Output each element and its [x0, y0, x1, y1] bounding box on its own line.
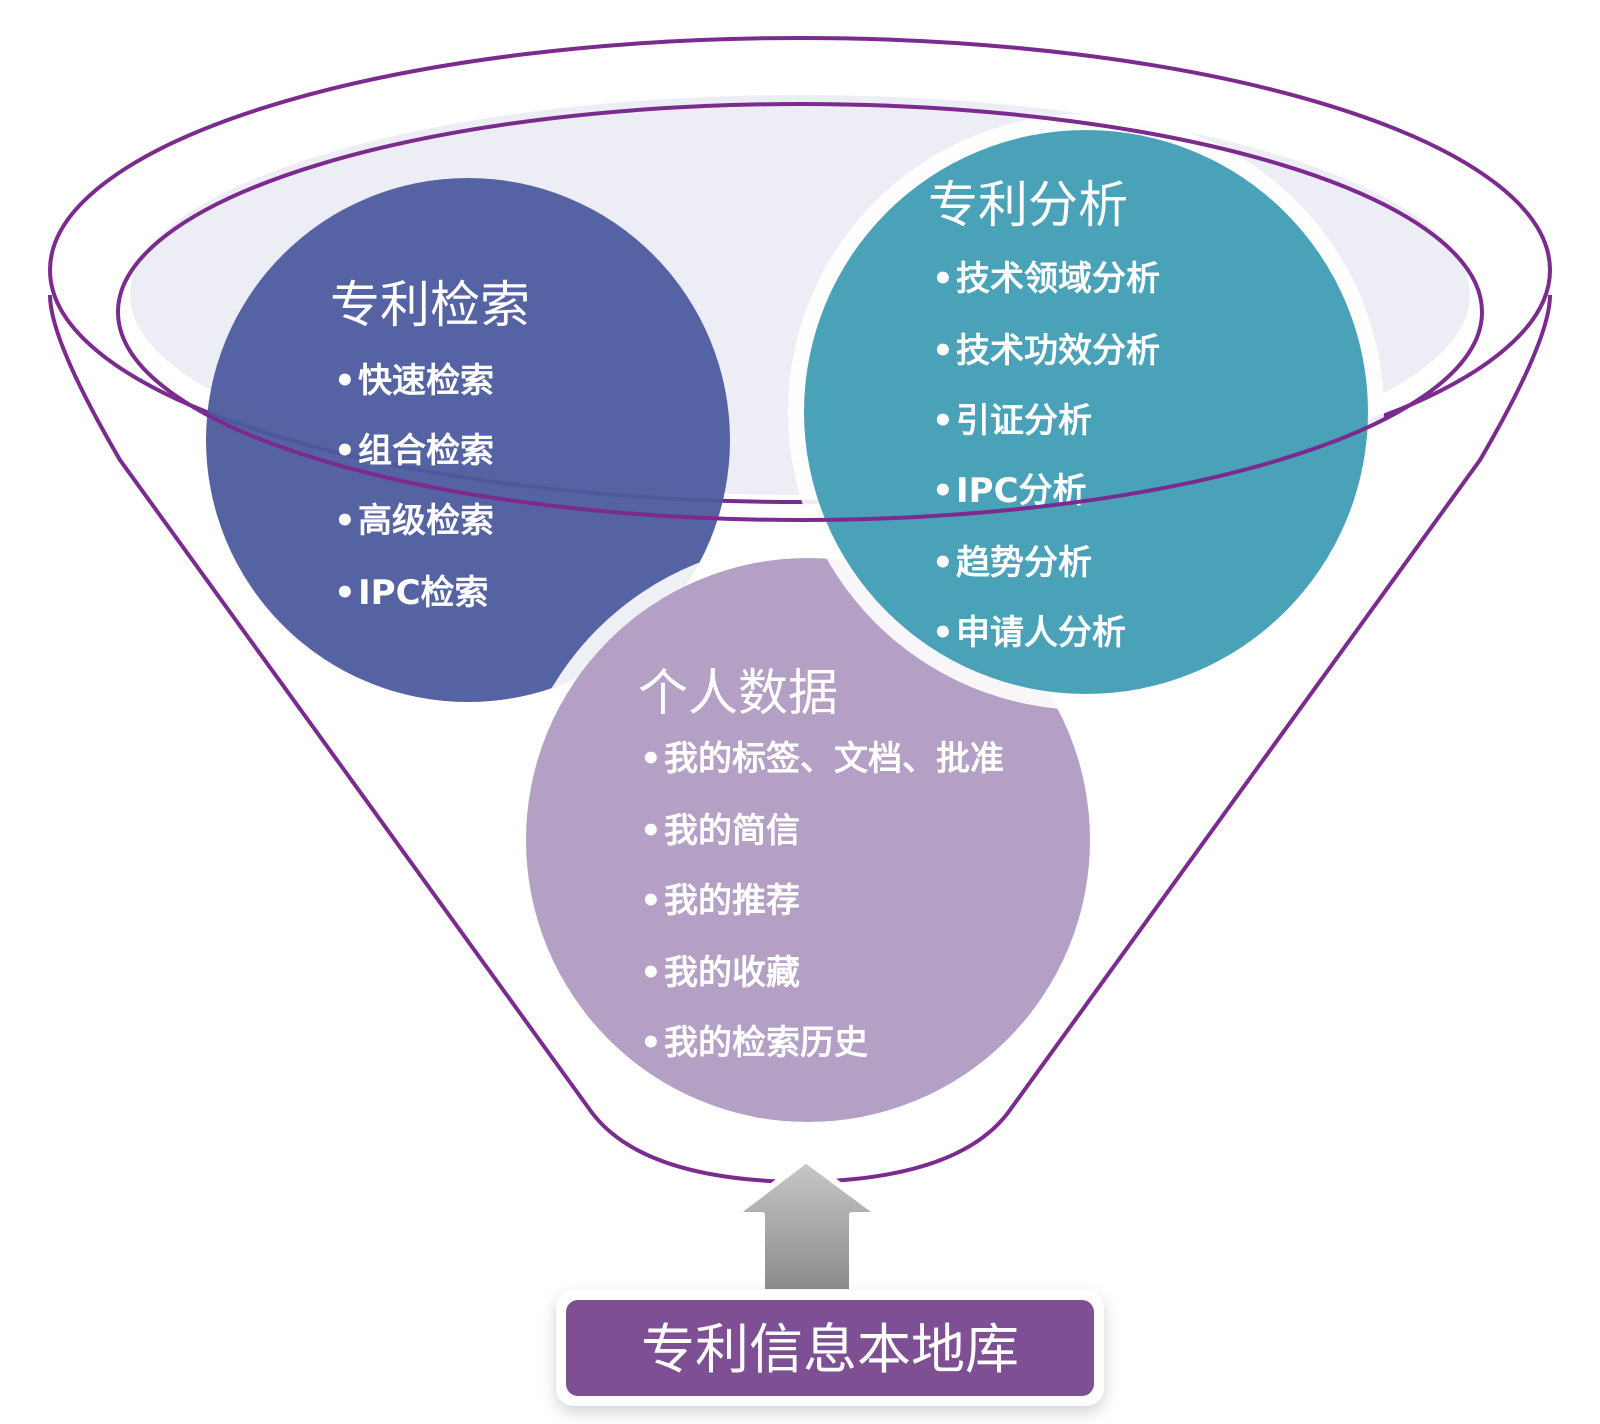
- personal-item-label: 我的推荐: [664, 881, 800, 921]
- personal-item-label: 我的收藏: [664, 953, 800, 993]
- funnel-outer-rim: [48, 36, 1552, 504]
- search-circle-group: 专利检索 • 快速检索 • 组合检索 • 高级检索 • IPC检索: [206, 178, 730, 702]
- analysis-circle: [804, 130, 1368, 694]
- search-item-label: 组合检索: [358, 431, 494, 471]
- analysis-title: 专利分析: [928, 176, 1128, 234]
- search-circle: [206, 178, 730, 702]
- analysis-item: •: [932, 401, 954, 441]
- personal-item: •: [640, 739, 662, 779]
- funnel-inner-rim: [116, 102, 1484, 522]
- search-item-label: 快速检索: [358, 361, 494, 401]
- personal-item-label: 我的简信: [664, 811, 800, 851]
- base-label: 专利信息本地库: [641, 1318, 1019, 1381]
- analysis-item: •: [932, 331, 954, 371]
- search-item-label: IPC检索: [358, 573, 489, 613]
- analysis-item-label: 引证分析: [956, 401, 1092, 441]
- personal-item: •: [640, 881, 662, 921]
- personal-item: •: [640, 1023, 662, 1063]
- personal-item: •: [640, 953, 662, 993]
- personal-item-label: 我的检索历史: [664, 1023, 868, 1063]
- analysis-item: •: [932, 543, 954, 583]
- personal-circle-group: 个人数据 • 我的标签、文档、批准 • 我的简信 • 我的推荐 • 我的收藏 •…: [510, 542, 1106, 1138]
- analysis-item: •: [932, 613, 954, 653]
- search-item: •: [334, 501, 356, 541]
- personal-item: •: [640, 811, 662, 851]
- analysis-item-label: 技术领域分析: [956, 259, 1160, 299]
- personal-item-label: 我的标签、文档、批准: [664, 739, 1004, 779]
- personal-title: 个人数据: [638, 664, 838, 722]
- base-box: 专利信息本地库: [556, 1290, 1104, 1406]
- search-items: • 快速检索 • 组合检索 • 高级检索 • IPC检索: [334, 361, 494, 613]
- analysis-circle-group: 专利分析 • 技术领域分析 • 技术功效分析 • 引证分析 • IPC分析 • …: [788, 114, 1384, 710]
- analysis-item: •: [932, 471, 954, 511]
- analysis-item-label: 申请人分析: [956, 613, 1126, 653]
- personal-items: • 我的标签、文档、批准 • 我的简信 • 我的推荐 • 我的收藏 • 我的检索…: [640, 739, 1004, 1063]
- search-item: •: [334, 431, 356, 471]
- search-item: •: [334, 361, 356, 401]
- analysis-item-label: 技术功效分析: [956, 331, 1160, 371]
- search-item-label: 高级检索: [358, 501, 494, 541]
- analysis-item: •: [932, 259, 954, 299]
- search-title: 专利检索: [330, 276, 530, 334]
- analysis-item-label: 趋势分析: [956, 543, 1092, 583]
- base-box-fill: [566, 1300, 1094, 1396]
- analysis-items: • 技术领域分析 • 技术功效分析 • 引证分析 • IPC分析 • 趋势分析 …: [932, 259, 1160, 653]
- search-item: •: [334, 573, 356, 613]
- personal-circle: [526, 558, 1090, 1122]
